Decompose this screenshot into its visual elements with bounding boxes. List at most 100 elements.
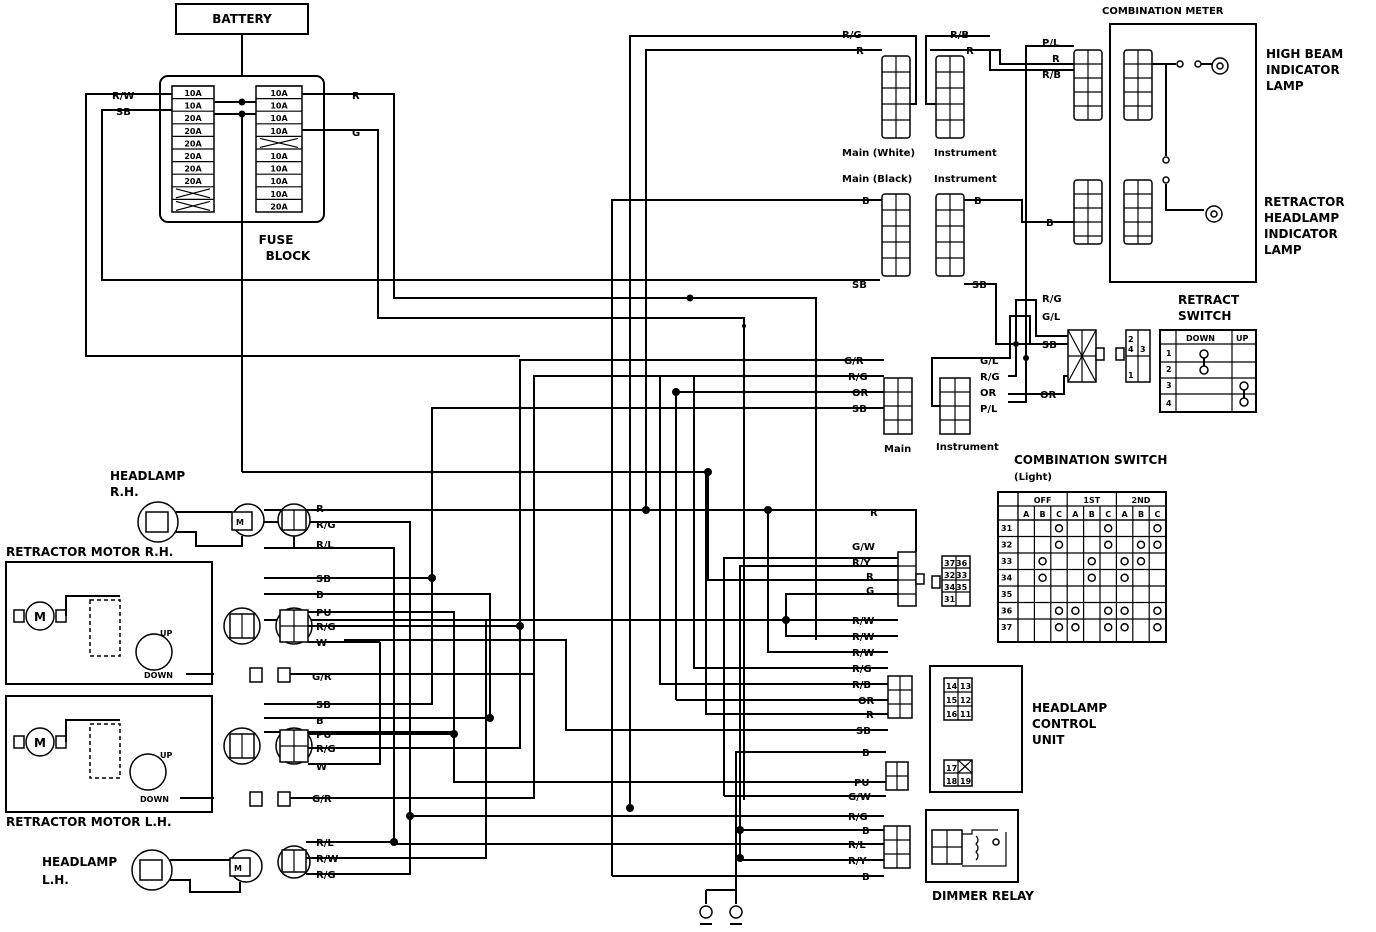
svg-text:M: M (34, 610, 46, 624)
cs-row-label: 35 (1001, 590, 1013, 599)
fuse-rating: 10A (270, 102, 288, 111)
cs-pin: 36 (956, 559, 968, 568)
cs-col-label: C (1056, 510, 1062, 519)
cs-contact (1103, 606, 1113, 615)
combination-meter: COMBINATION METER HIGH BEAM INDICATOR LA… (1073, 6, 1345, 283)
fuse-block-label-1: FUSE (259, 233, 294, 247)
svg-text:R.H.: R.H. (110, 485, 139, 499)
svg-text:G/W: G/W (848, 792, 871, 803)
svg-text:HEADLAMP: HEADLAMP (1032, 701, 1107, 715)
svg-text:HEADLAMP: HEADLAMP (42, 855, 117, 869)
svg-text:B: B (316, 716, 324, 727)
cs-contact (1103, 623, 1113, 632)
svg-text:4: 4 (1128, 345, 1134, 354)
cs-col-label: C (1154, 510, 1160, 519)
cs-pin: 35 (956, 583, 968, 592)
fuse-blank (175, 200, 211, 211)
fuse-block-label-2: BLOCK (266, 249, 311, 263)
svg-text:R: R (1052, 54, 1060, 65)
cs-row-label: 33 (1001, 557, 1012, 566)
svg-text:OR: OR (852, 388, 869, 399)
fuse-rating: 10A (270, 89, 288, 98)
junction-dots (390, 341, 1029, 862)
connector-instrument-3: Instrument G/L R/G OR P/L (931, 356, 1008, 453)
cs-contact (1054, 623, 1064, 632)
wire-g-label: G (352, 128, 360, 139)
battery: BATTERY (175, 3, 309, 102)
svg-text:3: 3 (1166, 381, 1172, 390)
svg-text:R/W: R/W (852, 648, 874, 659)
cs-contact (1153, 540, 1162, 549)
svg-text:UP: UP (160, 629, 172, 638)
cs-pin: 31 (944, 595, 956, 604)
dimmer-relay: DIMMER RELAY R/G B R/L R/Y B (264, 521, 1034, 903)
hcu-pin: 13 (960, 682, 971, 691)
hcu-pin: 14 (946, 682, 958, 691)
svg-text:SB: SB (1042, 340, 1057, 351)
svg-text:R/G: R/G (316, 744, 336, 755)
fuse-rating: 10A (270, 127, 288, 136)
svg-text:P/L: P/L (980, 404, 998, 415)
connector-main: Main G/R R/G OR SB (431, 356, 913, 700)
fuse-rating: 10A (270, 190, 288, 199)
svg-text:RETRACT: RETRACT (1178, 293, 1240, 307)
rh-motor-connectors: SB B PU R/G W G/R (249, 574, 535, 782)
svg-text:B: B (974, 196, 982, 207)
svg-text:PU: PU (316, 608, 331, 619)
fuse-rating: 10A (270, 114, 288, 123)
svg-text:1: 1 (1166, 349, 1172, 358)
retractor-motor-lh: RETRACTOR MOTOR L.H. M UP DOWN (5, 695, 261, 829)
hcu-pin: 15 (946, 696, 958, 705)
svg-text:B: B (316, 590, 324, 601)
main-white-label: Main (White) (842, 148, 915, 159)
hcu-pin: 11 (960, 710, 972, 719)
svg-text:R/G: R/G (848, 812, 868, 823)
cs-contact (1054, 606, 1064, 615)
fuse-wires: R/W SB R G (85, 91, 880, 800)
cs-contact (1103, 524, 1113, 533)
svg-text:SWITCH: SWITCH (1178, 309, 1231, 323)
connector-instrument-2: Instrument (934, 174, 997, 277)
svg-text:M: M (236, 518, 244, 527)
svg-text:(Light): (Light) (1014, 472, 1052, 483)
svg-text:L.H.: L.H. (42, 873, 69, 887)
top-wire-labels: R/G R R/B R P/L R R/B B B B SB SB (611, 30, 1074, 876)
svg-text:SB: SB (316, 700, 331, 711)
svg-text:G/L: G/L (1042, 312, 1061, 323)
svg-text:R/G: R/G (316, 870, 336, 881)
fuse-rating: 20A (184, 127, 202, 136)
cs-pin: 37 (944, 559, 955, 568)
svg-text:OR: OR (858, 696, 875, 707)
cs-col-label: B (1138, 510, 1144, 519)
svg-text:R/G: R/G (848, 372, 868, 383)
wire-r-label: R (352, 91, 360, 102)
fuse-rating: 20A (184, 139, 202, 148)
svg-text:R/L: R/L (316, 540, 334, 551)
cs-contact (1054, 540, 1064, 549)
wire-sb-label: SB (116, 107, 131, 118)
cs-pin: 34 (944, 583, 956, 592)
svg-text:R/W: R/W (852, 632, 874, 643)
connector-cs: R G/W R/Y R G (264, 472, 925, 858)
svg-text:SB: SB (316, 574, 331, 585)
main-black-label: Main (Black) (842, 174, 912, 185)
svg-text:SB: SB (852, 280, 867, 291)
svg-text:RETRACTOR MOTOR R.H.: RETRACTOR MOTOR R.H. (6, 545, 173, 559)
hcu-pin: 12 (960, 696, 971, 705)
svg-text:G/R: G/R (312, 672, 332, 683)
svg-text:OR: OR (1040, 390, 1057, 401)
wire-rw-label: R/W (112, 91, 134, 102)
cs-col-label: C (1105, 510, 1111, 519)
svg-text:B: B (1046, 218, 1054, 229)
retractor-motor-rh: RETRACTOR MOTOR R.H. M UP DOWN (5, 545, 261, 685)
headlamp-rh: HEADLAMP R.H. M R R/G R/L (110, 469, 336, 551)
svg-text:LAMP: LAMP (1266, 79, 1304, 93)
cs-group-label: 2ND (1132, 496, 1151, 505)
ground-symbols (699, 889, 743, 925)
fuse-rating: 20A (184, 177, 202, 186)
fuse-rating: 20A (184, 165, 202, 174)
svg-text:R: R (856, 46, 864, 57)
hcu-pin: 18 (946, 777, 958, 786)
fuse-rating: 10A (184, 102, 202, 111)
